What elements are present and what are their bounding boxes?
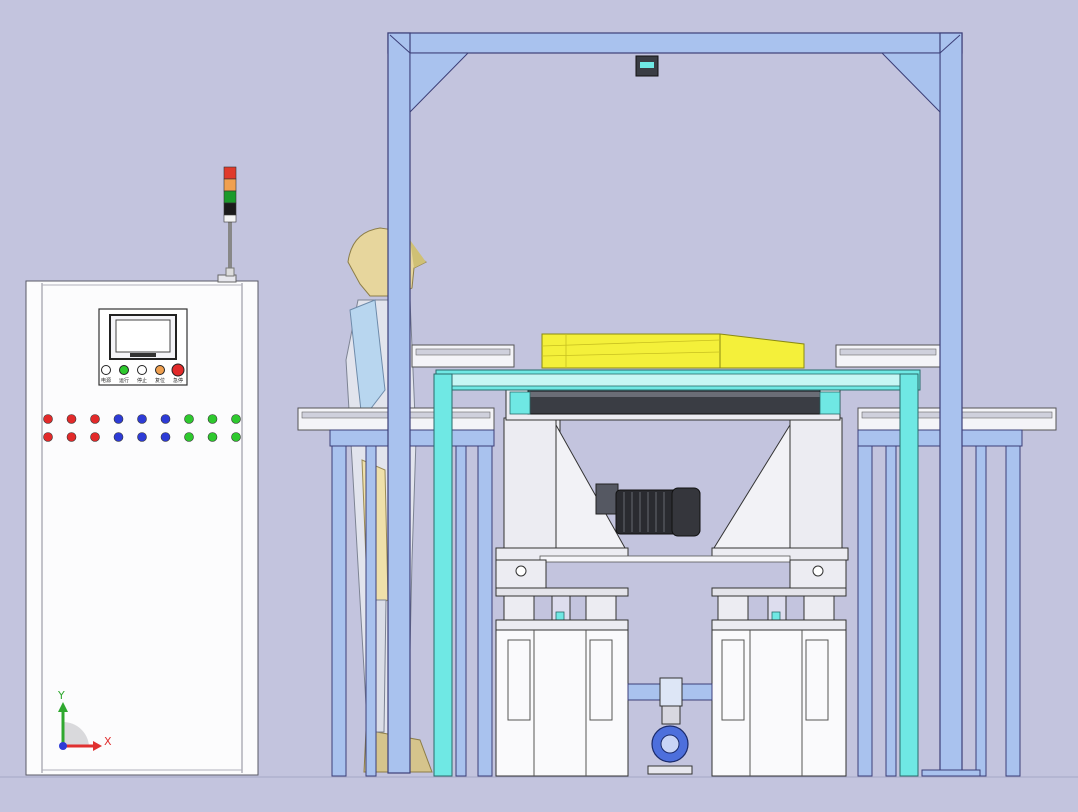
indicator-led [66,432,77,442]
machine-base [495,417,849,777]
indicator-led [66,414,77,424]
indicator-led-grid [43,414,241,442]
indicator-led [184,414,194,424]
main-roller [505,389,841,421]
indicator-led [184,432,194,442]
signal-tower-lamp [223,190,237,204]
triad-y-label: Y [57,689,65,702]
signal-tower-lamp [223,202,237,216]
main-drive-motor [595,483,701,537]
panel-button-label: 停止 [137,377,147,384]
indicator-led [113,414,124,424]
panel-button-label: 急停 [173,377,183,384]
indicator-led [137,414,147,424]
indicator-led [231,432,241,442]
cyan-support-frame [433,369,921,777]
indicator-led [160,432,171,442]
reset-button-icon[interactable]: 复位 [155,365,165,385]
signal-tower-cap [223,214,237,223]
stop-button-icon[interactable]: 停止 [137,365,147,385]
indicator-led [160,414,171,424]
overhead-gantry [387,32,981,777]
indicator-led [231,414,241,424]
workpiece [541,333,805,369]
indicator-led [207,414,218,424]
hmi-panel: 电源 运行 停止 复位 急停 [98,308,188,386]
indicator-led [137,432,147,442]
indicator-led [90,432,100,442]
drive-gearbox [647,705,693,775]
panel-button-label: 运行 [119,377,129,384]
indicator-led [90,414,100,424]
indicator-led [113,432,124,442]
hmi-touchscreen[interactable] [109,314,177,360]
run-lamp-icon[interactable]: 运行 [119,365,129,385]
indicator-led [43,414,53,424]
overhead-camera-icon [635,55,659,77]
indicator-led [43,432,53,442]
signal-tower [223,166,237,277]
triad-x-label: X [104,735,112,748]
panel-button-label: 电源 [101,377,111,384]
panel-button-label: 复位 [155,377,165,384]
signal-tower-lamp [223,166,237,180]
emergency-stop-icon[interactable]: 急停 [171,363,185,384]
coordinate-triad: Y X [57,689,112,751]
signal-tower-lamp [223,178,237,192]
control-cabinet: 电源 运行 停止 复位 急停 Y X [25,166,259,776]
indicator-led [207,432,218,442]
power-switch-icon[interactable]: 电源 [101,365,111,385]
